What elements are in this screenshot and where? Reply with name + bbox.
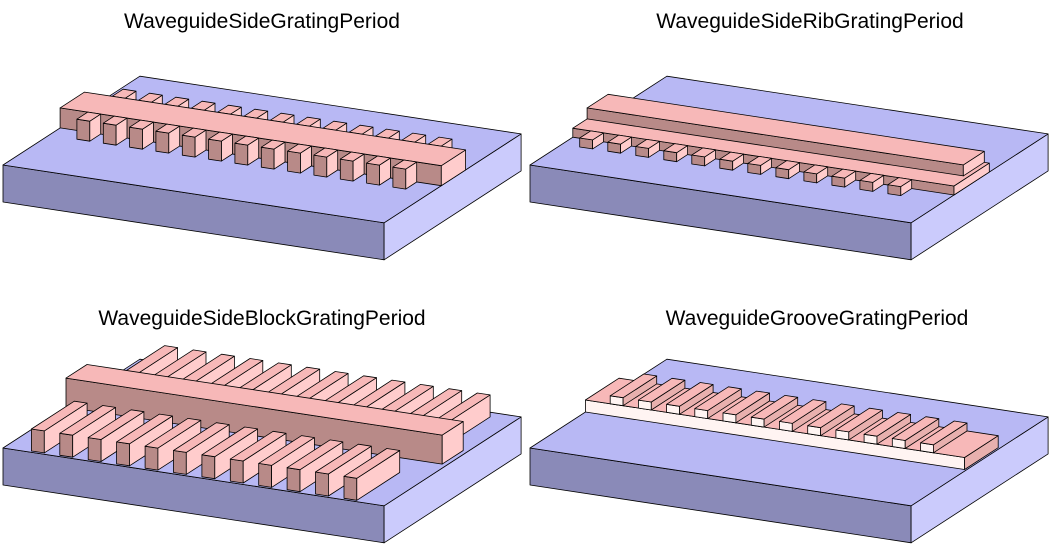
front-grating-tooth-front-face <box>366 162 380 186</box>
front-grating-tooth-top-face <box>313 147 339 158</box>
front-grating-block-top-face <box>229 430 287 462</box>
groove-ridge-top-face <box>779 399 827 424</box>
front-grating-tooth-top-face <box>392 159 418 170</box>
front-grating-block-front-face <box>87 437 102 462</box>
groove-ridge-top-face <box>609 373 658 399</box>
front-grating-block-front-face <box>144 445 159 471</box>
groove-ridge-top-face <box>722 390 770 416</box>
rib-waveguide-top-face <box>586 93 985 166</box>
front-grating-tooth-top-face <box>607 134 632 145</box>
front-grating-tooth-front-face <box>313 154 328 178</box>
front-grating-tooth-top-face <box>208 131 233 142</box>
panel-title-side-rib-grating: WaveguideSideRibGratingPeriod <box>656 10 964 33</box>
front-grating-block-front-face <box>286 467 301 493</box>
front-grating-tooth-top-face <box>663 143 688 154</box>
side-block-grating-model <box>2 345 522 544</box>
front-grating-tooth-front-face <box>181 134 196 158</box>
front-grating-block-top-face <box>144 417 202 449</box>
front-grating-block-top-face <box>343 448 401 479</box>
groove-ridge-top-face <box>863 412 911 437</box>
groove-ridge-top-face <box>920 420 968 446</box>
front-grating-tooth-top-face <box>691 147 716 158</box>
front-grating-tooth-top-face <box>635 138 660 149</box>
front-grating-block-top-face <box>116 413 173 445</box>
front-grating-tooth-top-face <box>887 177 913 188</box>
front-grating-tooth-top-face <box>366 155 391 166</box>
front-grating-block-top-face <box>201 426 259 458</box>
front-grating-tooth-top-face <box>803 164 829 175</box>
front-grating-tooth-front-face <box>234 142 249 166</box>
front-grating-tooth-top-face <box>859 172 885 183</box>
front-grating-block-top-face <box>173 422 230 453</box>
front-grating-block-top-face <box>286 439 344 471</box>
side-grating-model <box>2 75 522 261</box>
panel-title-groove-grating: WaveguideGrooveGratingPeriod <box>665 307 969 330</box>
front-grating-tooth-top-face <box>579 130 604 141</box>
front-grating-block-front-face <box>30 428 45 454</box>
front-grating-tooth-top-face <box>775 160 800 171</box>
front-grating-tooth-top-face <box>129 119 154 130</box>
groove-ridge-top-face <box>835 407 883 433</box>
front-grating-tooth-front-face <box>102 122 117 146</box>
front-grating-block-top-face <box>315 443 372 475</box>
front-grating-tooth-front-face <box>339 158 354 182</box>
front-grating-tooth-top-face <box>339 151 365 162</box>
front-grating-tooth-top-face <box>831 168 857 179</box>
groove-ridge-top-face <box>891 416 940 441</box>
front-grating-block-top-face <box>258 435 315 466</box>
front-grating-tooth-front-face <box>129 126 143 150</box>
front-grating-tooth-front-face <box>260 146 275 170</box>
front-grating-tooth-front-face <box>208 138 222 162</box>
front-grating-tooth-top-face <box>260 139 286 150</box>
front-grating-block-front-face <box>258 462 273 488</box>
front-grating-block-top-face <box>59 405 116 436</box>
front-grating-block-front-face <box>173 450 187 475</box>
front-grating-tooth-top-face <box>102 115 128 126</box>
front-grating-tooth-top-face <box>719 151 744 162</box>
front-grating-block-front-face <box>116 441 130 467</box>
front-grating-tooth-top-face <box>155 123 181 134</box>
front-grating-block-front-face <box>315 471 329 497</box>
front-grating-tooth-front-face <box>155 130 170 154</box>
front-grating-block-front-face <box>343 475 358 501</box>
groove-ridge-top-face <box>694 386 742 412</box>
front-grating-tooth-top-face <box>181 127 207 138</box>
front-grating-block-front-face <box>229 458 244 484</box>
groove-ridge-top-face <box>807 403 855 429</box>
groove-grating-model <box>529 358 1049 544</box>
front-grating-block-front-face <box>59 432 74 458</box>
front-grating-tooth-top-face <box>747 155 772 166</box>
waveguide-core-top-face <box>65 364 464 436</box>
front-grating-block-top-face <box>30 400 88 432</box>
front-grating-tooth-front-face <box>287 150 301 174</box>
groove-ridge-top-face <box>638 377 686 403</box>
groove-ridge-top-face <box>666 382 714 407</box>
front-grating-tooth-front-face <box>76 118 91 142</box>
front-grating-tooth-top-face <box>76 111 102 122</box>
waveguide-core-top-face <box>59 91 467 167</box>
panel-title-side-block-grating: WaveguideSideBlockGratingPeriod <box>98 307 426 330</box>
front-grating-tooth-top-face <box>234 135 260 146</box>
side-rib-grating-model <box>529 75 1049 261</box>
front-grating-tooth-top-face <box>287 143 312 154</box>
panel-title-side-grating: WaveguideSideGratingPeriod <box>124 10 400 33</box>
front-grating-block-front-face <box>201 454 216 480</box>
front-grating-tooth-front-face <box>392 166 407 190</box>
front-grating-block-top-face <box>87 409 145 440</box>
groove-ridge-top-face <box>750 394 799 420</box>
